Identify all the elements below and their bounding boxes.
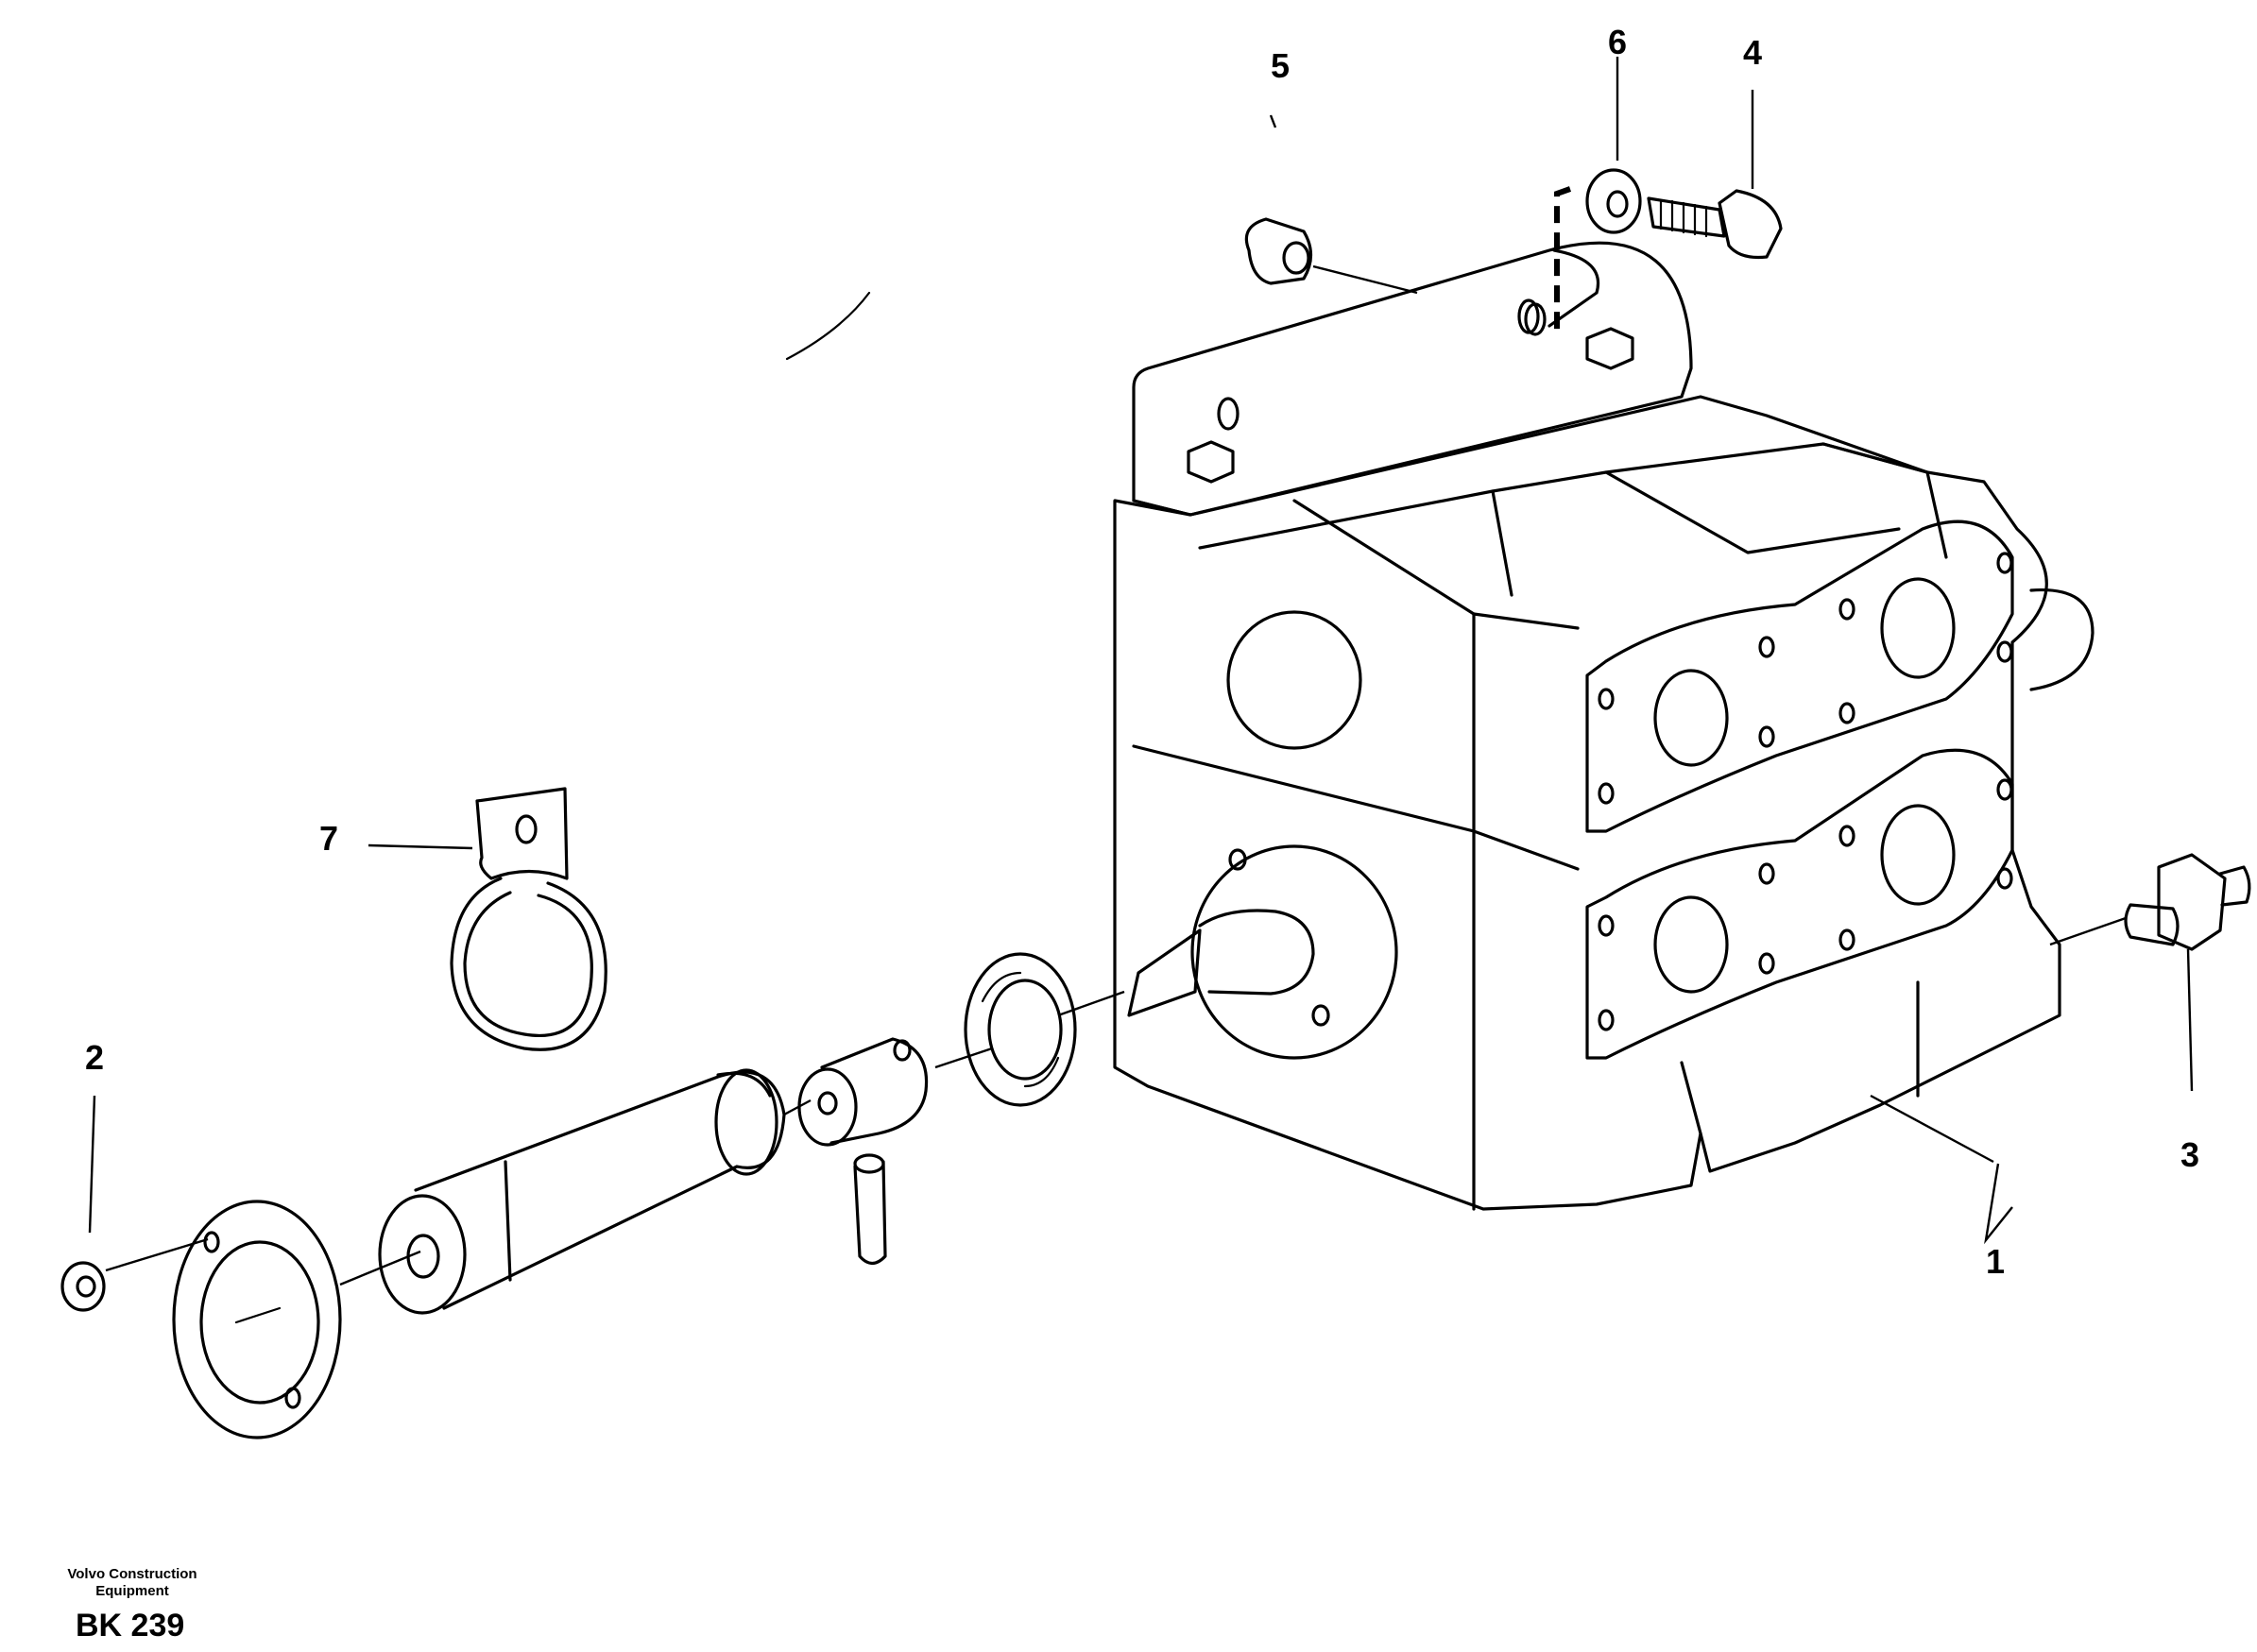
part-7-clamp — [450, 787, 607, 1051]
callout-2: 2 — [85, 1038, 104, 1077]
valve-housing — [1113, 241, 2095, 1211]
footer-company: Volvo Construction Equipment — [47, 1566, 217, 1600]
callout-5: 5 — [1271, 46, 1290, 85]
construction-line — [785, 291, 871, 361]
part-2-washer — [60, 1261, 106, 1312]
company-line-1: Volvo Construction — [67, 1566, 197, 1582]
callout-3: 3 — [2180, 1135, 2199, 1174]
callout-4: 4 — [1743, 33, 1762, 72]
company-line-2: Equipment — [95, 1583, 169, 1599]
callout-7: 7 — [319, 819, 338, 858]
part-5-nut — [1244, 217, 1313, 285]
part-6-washer — [1517, 168, 1642, 334]
seal-ring — [964, 952, 1077, 1107]
sleeve — [378, 1068, 786, 1315]
part-3-fitting — [2124, 853, 2251, 951]
drawing-code: BK 239 — [76, 1608, 185, 1643]
part-4-bolt — [1647, 189, 1783, 260]
flange-ring — [172, 1200, 342, 1439]
coupling — [797, 1037, 929, 1266]
callout-labels: 1 2 3 4 5 6 7 — [85, 23, 2199, 1281]
leader-lines — [88, 57, 2194, 1286]
callout-6: 6 — [1608, 23, 1627, 61]
callout-1: 1 — [1986, 1242, 2005, 1281]
